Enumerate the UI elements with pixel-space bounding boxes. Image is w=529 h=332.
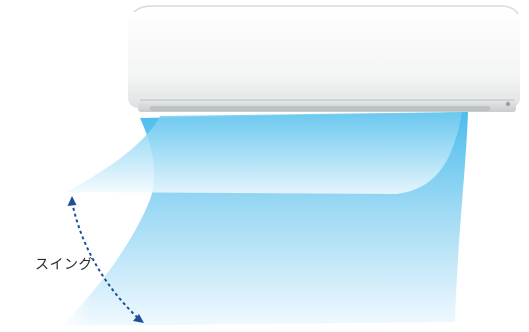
airflow-upper-sheet [66,112,462,194]
air-conditioner-unit [128,6,520,112]
indicator-light [506,102,510,106]
swing-label: スイング [35,258,93,272]
unit-body [128,8,520,108]
arrow-head-up [68,196,77,206]
unit-louver [150,106,490,111]
